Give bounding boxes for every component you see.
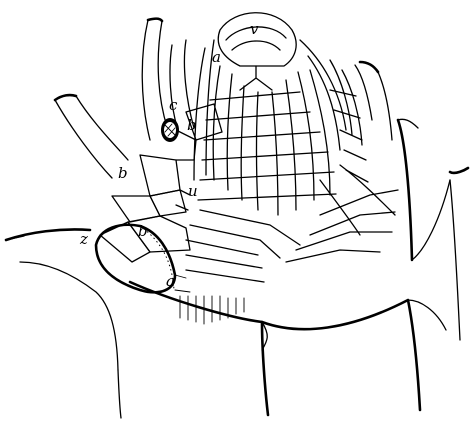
- lateral-cells: [100, 104, 222, 262]
- label-a-lower: a: [166, 272, 175, 290]
- label-a-top: a: [212, 48, 221, 66]
- label-u: u: [188, 182, 198, 200]
- label-z: z: [79, 230, 88, 248]
- stem-outline: [6, 95, 468, 418]
- label-b-mid: b: [118, 164, 128, 182]
- apical-cell-mass: [176, 13, 398, 282]
- sporangium: [161, 118, 179, 142]
- leaf-sheaths: [142, 19, 392, 145]
- label-c: c: [169, 96, 178, 114]
- label-b-lower: b: [138, 222, 148, 240]
- basal-hairs: [180, 296, 244, 324]
- label-v: v: [250, 20, 259, 38]
- label-b-upper: b: [187, 116, 197, 134]
